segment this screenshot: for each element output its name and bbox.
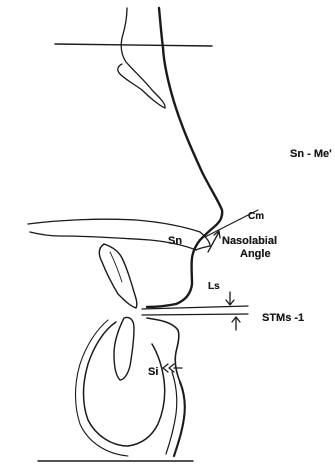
si-double-arrow-head — [163, 364, 182, 372]
occlusal-line-bottom — [142, 314, 248, 315]
lower-incisor — [114, 317, 134, 380]
upper-incisor — [99, 244, 137, 308]
chin-inner-line — [166, 372, 177, 454]
sn-label: Sn — [168, 236, 182, 247]
cm-label: Cm — [248, 212, 264, 222]
nasolabial-label: Nasolabial — [222, 236, 277, 247]
stms-label: STMs -1 — [262, 313, 304, 324]
angle-label: Angle — [240, 249, 271, 260]
nasal-bone-outline — [118, 8, 165, 108]
ls-label: Ls — [208, 282, 220, 292]
sn-me-label: Sn - Me' — [290, 149, 332, 160]
upper-incisor-pulp — [110, 252, 122, 282]
maxilla-outline — [28, 219, 210, 250]
si-label: Si — [148, 367, 158, 378]
soft-tissue-profile — [147, 8, 222, 307]
sn-horizontal-reference-line — [55, 44, 212, 46]
mandibular-symphysis — [84, 322, 165, 446]
